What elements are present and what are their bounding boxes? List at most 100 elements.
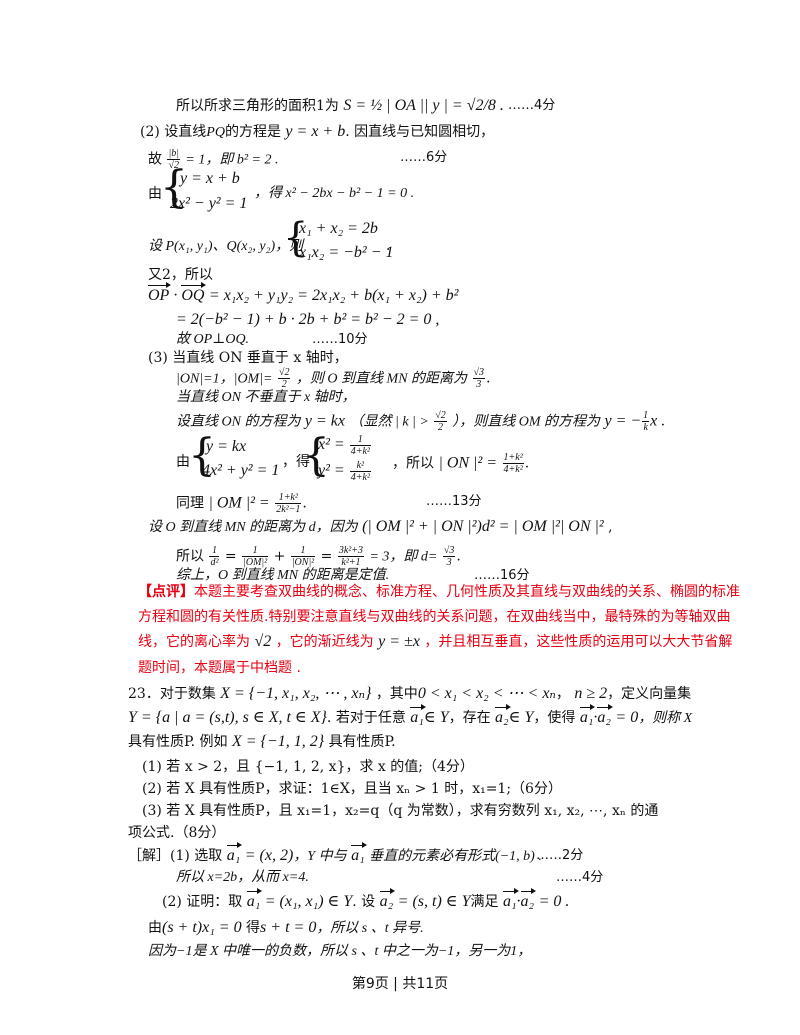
vector-a1: a₁ <box>226 842 242 864</box>
system2-end: . <box>386 238 391 254</box>
points-10: ……10分 <box>312 332 368 347</box>
om-squared: | OM |² = <box>208 494 270 512</box>
q23-line1: 23．对于数集 X = {−1, x₁, x₂, ⋯ , xₙ} ，其中0 < … <box>128 684 691 704</box>
fraction-b-over-root2: |b|√2 <box>167 148 180 171</box>
eccentricity: √2 <box>254 633 272 650</box>
points-6: ……6分 <box>400 150 448 165</box>
comment-tag: 【点评】 <box>138 584 194 600</box>
solution-tag: ［解］(1) 选取 <box>128 848 223 864</box>
left-brace: { <box>160 162 188 213</box>
text: ），则直线 OM 的方程为 <box>452 414 601 430</box>
y-squared: y² = <box>318 462 345 480</box>
x-squared: x² = <box>318 436 345 454</box>
text: ，则称 X <box>638 711 693 726</box>
fraction-1-over-om2: 1|OM|² <box>242 545 269 568</box>
vector-a1: a₁ <box>351 842 367 864</box>
text: 得 <box>246 920 261 936</box>
text: 同理 <box>176 495 204 512</box>
vector-a2: a₂ <box>520 888 536 910</box>
system2-row1: x₁ + x₂ = 2b <box>299 220 378 237</box>
distance-relation: 设 O 到直线 MN 的距离为 d，因为 (| OM |² + | ON |²)… <box>148 518 613 535</box>
om-equation: y = − <box>604 412 642 430</box>
area-conclusion-text: 所以所求三角形的面积1为 <box>176 98 339 114</box>
vector-a1: a₁ <box>579 704 595 726</box>
text: . 设 <box>352 894 376 910</box>
n-condition: n ≥ 2 <box>574 685 608 702</box>
points-4: ……4分 <box>508 98 556 113</box>
system1-row2: 2x² − y² = 1 <box>170 195 248 212</box>
let-points: 设 P(x₁, y₁)、Q(x₂, y₂)，则 <box>148 236 303 257</box>
on-equation: y = kx <box>304 412 346 430</box>
inequality: 0 < x₁ < x₂ < ⋯ < xₙ <box>417 685 556 702</box>
part-label: (2) <box>140 124 160 140</box>
comment-text: 线，它的离心率为 <box>138 634 250 650</box>
text: （显然 | k | > <box>349 414 429 430</box>
text: 当直线 ON 垂直于 x 轴时， <box>172 350 348 366</box>
system3-row2: 4x² + y² = 1 <box>202 462 280 479</box>
sol-x-value: 所以 x=2b，从而 x=4. <box>176 870 309 885</box>
youer-line: 又2，所以 <box>148 267 213 283</box>
text: 满足 <box>470 894 499 910</box>
text: ，使得 <box>533 710 576 726</box>
a2-in-y: ∈ Y <box>508 709 534 726</box>
text: ，所以 <box>392 455 434 472</box>
q23-part1: (1) 若 x > 2，且 {−1, 1, 2, x}，求 x 的值;（4分） <box>142 759 474 775</box>
text: 故 <box>148 151 162 168</box>
text: 设直线 ON 的方程为 <box>176 414 301 430</box>
let-points-text: 设 P(x₁, y₁)、Q(x₂, y₂)，则 <box>148 239 304 254</box>
vector-a2: a₂ <box>379 888 395 910</box>
vector-a1: a₁ <box>502 888 519 910</box>
comment-line3: 线，它的离心率为 √2 ，它的渐近线为 y = ±x ，并且相互垂直，这些性质的… <box>138 632 732 652</box>
vector-a2: a₂ <box>597 704 613 726</box>
text: 具有性质P. 例如 <box>128 734 228 750</box>
q23-part3: (3) 若 X 具有性质P，且 x₁=1，x₂=q（q 为常数），求有穷数列 x… <box>142 803 659 819</box>
left-brace: { <box>188 430 216 481</box>
question-number: 23．对于数集 <box>128 686 216 702</box>
set-y: Y = {a | a = (s,t), s ∈ X, t ∈ X} <box>128 709 327 726</box>
text: ，Y 中与 <box>293 849 347 864</box>
de-label: ，得 <box>282 454 310 470</box>
vector-op: OP <box>148 282 172 304</box>
system2-row2: x₁x₂ = −b² − 1 <box>299 244 394 261</box>
dot-product-line2: = 2(−b² − 1) + b · 2b + b² = b² − 2 = 0 … <box>176 311 440 328</box>
proof-line1: (2) 证明：取 a₁ = (x₁, x₁) ∈ Y. 设 a₂ = (s, t… <box>162 888 570 910</box>
left-brace: { <box>283 215 309 261</box>
text: . 因直线与已知圆相切， <box>345 124 495 140</box>
perp-form: 垂直的元素必有形式(−1, b) . <box>369 849 542 864</box>
you-label: 由 <box>148 186 162 202</box>
system1-row1: y = x + b <box>180 170 240 187</box>
points-13: ……13分 <box>426 494 482 509</box>
comment-text: ，它的渐近线为 <box>275 634 374 650</box>
text: ，其中 <box>375 686 418 702</box>
example-set: X = {−1, 1, 2} <box>231 733 325 750</box>
vector-a1: a₁ <box>246 888 262 910</box>
fraction-1-over-on2: 1|ON|² <box>290 545 316 568</box>
comment-line2: 方程和圆的有关性质.特别要注意直线与双曲线的关系问题，在双曲线当中，最特殊的为等… <box>138 609 731 625</box>
perpendicular-conclusion: 故 OP⊥OQ. <box>176 332 250 347</box>
text: ， <box>555 686 570 702</box>
vector-a2: a₂ <box>495 704 511 726</box>
part3-vertical-case: (3) 当直线 ON 垂直于 x 轴时， <box>148 348 348 368</box>
part-label: (3) <box>148 350 168 366</box>
text: 所以 <box>176 548 204 565</box>
summary: 综上，O 到直线 MN 的距离是定值. <box>176 568 390 583</box>
set-x: X = {−1, x₁, x₂, ⋯ , xₙ} <box>220 685 372 702</box>
text: ，存在 <box>448 710 491 726</box>
points-16: ……16分 <box>474 568 530 583</box>
line-equation: y = x + b <box>285 123 346 140</box>
text: 的方程是 <box>224 124 281 140</box>
q23-part3-cont: 项公式.（8分） <box>128 825 226 841</box>
proof-a2: = (s, t) ∈ Y <box>397 893 471 910</box>
sum-zero: s + t = 0 <box>260 919 317 936</box>
text: |ON|=1，|OM|= <box>176 371 273 387</box>
text: 由 <box>148 920 162 936</box>
proof-a1: = (x₁, x₁) ∈ Y <box>264 893 353 910</box>
